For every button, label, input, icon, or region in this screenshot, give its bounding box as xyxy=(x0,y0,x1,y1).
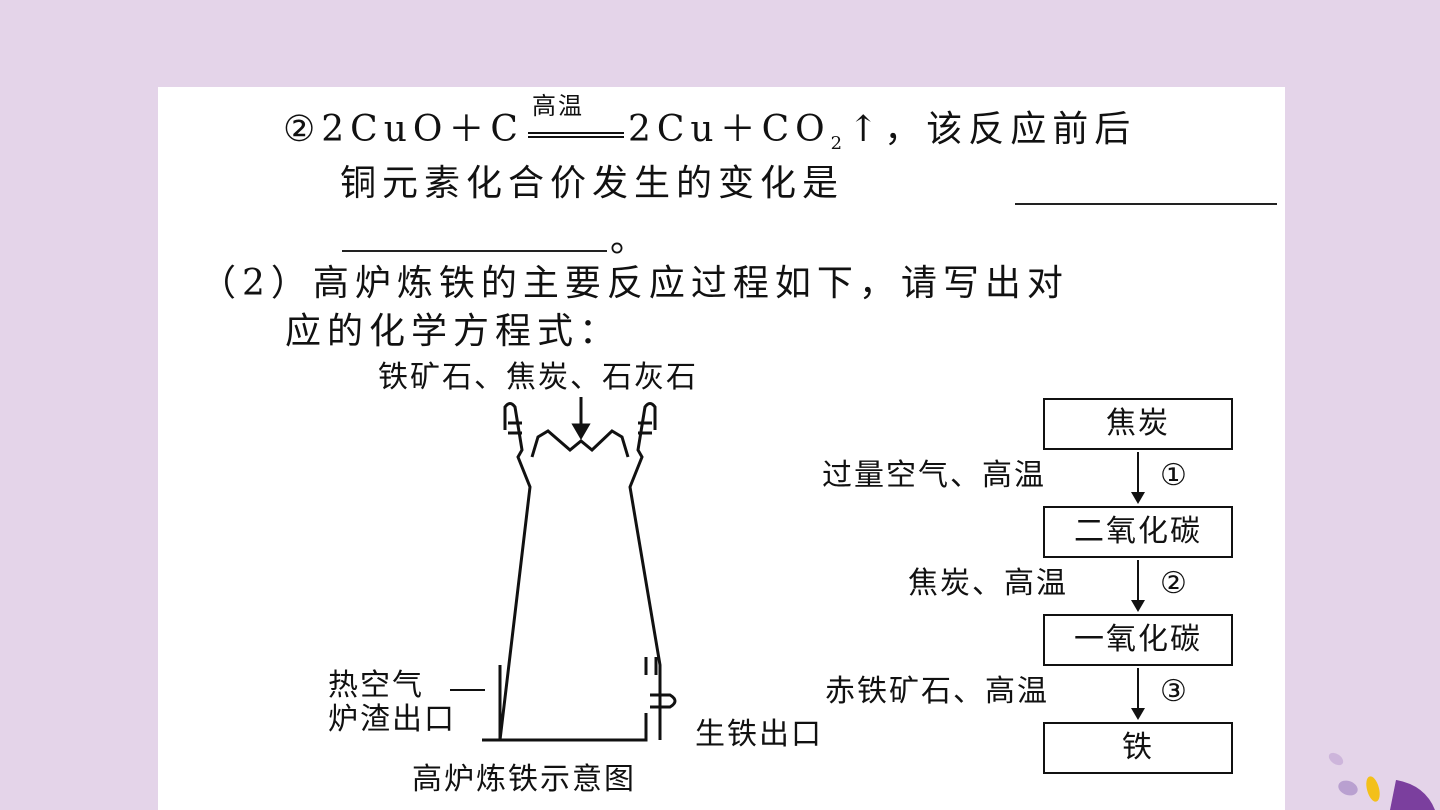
flow-arrow-2 xyxy=(1131,560,1145,612)
equation-suffix: ↑，该反应前后 xyxy=(848,109,1137,150)
hot-air-label: 热空气 xyxy=(328,668,424,703)
condition-text: 高温 xyxy=(531,92,584,120)
furnace-right-wall xyxy=(628,402,662,740)
reactants: ②2CuO＋C xyxy=(283,109,524,150)
blast-furnace-diagram xyxy=(482,397,677,742)
decorative-leaves-icon xyxy=(1328,752,1435,810)
flow-step-1: ① xyxy=(1160,458,1189,493)
hot-air-arrow xyxy=(450,689,485,691)
iron-outlet-label: 生铁出口 xyxy=(695,717,823,752)
flow-condition-3: 赤铁矿石、高温 xyxy=(825,674,1049,709)
flow-box-co2: 二氧化碳 xyxy=(1043,506,1233,558)
furnace-input-label: 铁矿石、焦炭、石灰石 xyxy=(378,360,698,395)
period: 。 xyxy=(610,219,653,260)
furnace-left-wall xyxy=(498,402,532,741)
question-2-text: （2）高炉炼铁的主要反应过程如下，请写出对 xyxy=(200,263,1069,304)
flow-arrow-1 xyxy=(1131,452,1145,504)
flow-step-3: ③ xyxy=(1160,674,1189,709)
flow-step-2: ② xyxy=(1160,566,1189,601)
subscript: 2 xyxy=(830,133,849,155)
flow-box-coke: 焦炭 xyxy=(1043,398,1233,450)
slag-outlet-label: 炉渣出口 xyxy=(328,702,456,737)
flow-box-co: 一氧化碳 xyxy=(1043,614,1233,666)
flow-box-iron: 铁 xyxy=(1043,722,1233,774)
products: 2Cu＋CO xyxy=(627,109,831,150)
reaction-condition: 高温 xyxy=(527,92,624,152)
flow-condition-1: 过量空气、高温 xyxy=(822,458,1046,493)
flow-arrow-3 xyxy=(1131,668,1145,720)
question-2-text-cont: 应的化学方程式： xyxy=(285,311,622,352)
flow-condition-2: 焦炭、高温 xyxy=(908,566,1068,601)
question-text: 铜元素化合价发生的变化是 xyxy=(340,163,845,204)
diagram-caption: 高炉炼铁示意图 xyxy=(412,762,636,797)
answer-blank-1[interactable] xyxy=(1015,203,1277,205)
answer-blank-2[interactable] xyxy=(342,250,607,252)
